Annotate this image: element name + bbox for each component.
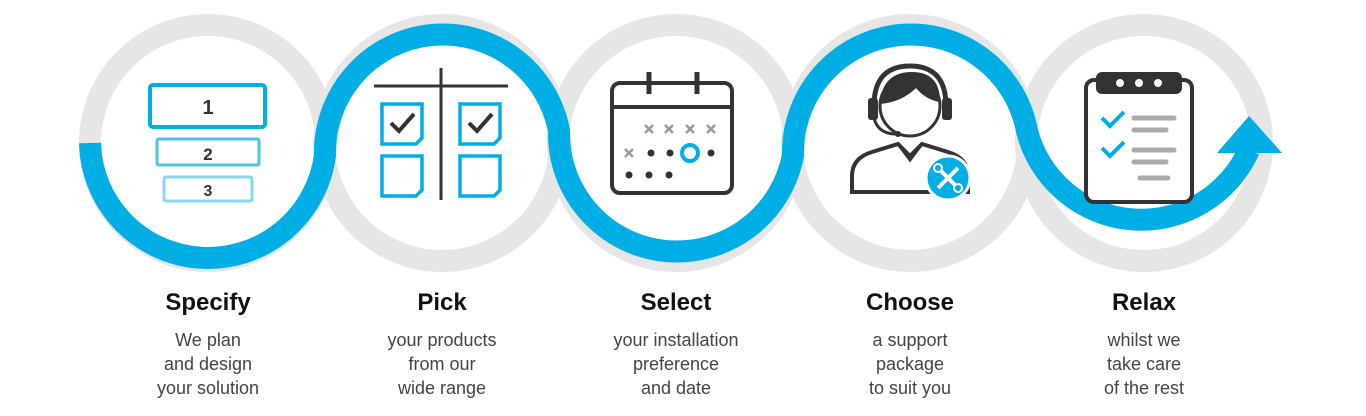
step-relax: Relax whilst we take care of the rest [1029, 288, 1259, 400]
step-title: Relax [1111, 289, 1177, 316]
step-pick: Pick your products from our wide range [327, 288, 557, 400]
support-agent-icon [850, 63, 972, 202]
desc-line: and design [163, 354, 253, 374]
step-title: Choose [865, 289, 954, 316]
desc-line: We plan [175, 330, 241, 350]
calendar-icon [610, 72, 734, 195]
step-description: whilst we take care of the rest [1029, 328, 1259, 400]
desc-line: whilst we [1107, 330, 1181, 350]
desc-line: wide range [397, 378, 487, 398]
step-description: a support package to suit you [795, 328, 1025, 400]
desc-line: your products [387, 330, 497, 350]
desc-line: package [875, 354, 945, 374]
list-number-3: 3 [204, 183, 213, 200]
desc-line: preference [632, 354, 720, 374]
desc-line: of the rest [1103, 378, 1185, 398]
desc-line: and date [640, 378, 712, 398]
step-title: Select [640, 289, 712, 316]
desc-line: your solution [156, 378, 260, 398]
checklist-clipboard-icon [1084, 72, 1194, 204]
step-specify: Specify We plan and design your solution [93, 288, 323, 400]
step-description: your products from our wide range [327, 328, 557, 400]
list-number-1: 1 [202, 97, 213, 119]
arrow-head-icon [1217, 116, 1282, 153]
numbered-list-icon: 1 2 3 [148, 83, 267, 203]
desc-line: take care [1106, 354, 1182, 374]
step-title: Pick [417, 289, 467, 316]
desc-line: your installation [613, 330, 739, 350]
desc-line: a support [872, 330, 948, 350]
step-select: Select your installation preference and … [561, 288, 791, 400]
list-number-2: 2 [203, 145, 212, 164]
step-title: Specify [165, 289, 251, 316]
step-description: We plan and design your solution [93, 328, 323, 400]
step-choose: Choose a support package to suit you [795, 288, 1025, 400]
checkbox-grid-icon [374, 68, 508, 200]
step-description: your installation preference and date [561, 328, 791, 400]
serpentine-path [79, 23, 1260, 269]
desc-line: to suit you [868, 378, 952, 398]
desc-line: from our [408, 354, 476, 374]
